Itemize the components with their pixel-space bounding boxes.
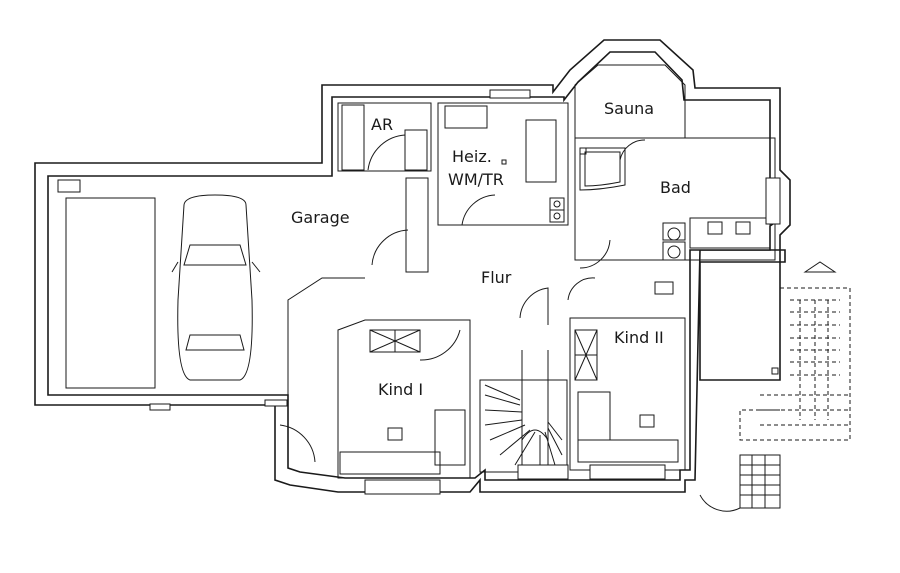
garage-area [57, 179, 288, 411]
room-label-heiz: Heiz. [452, 147, 492, 166]
exterior-steps [699, 261, 851, 512]
heiz-room [437, 89, 569, 226]
flur-area [371, 177, 569, 480]
room-label-wmtr: WM/TR [448, 170, 504, 189]
exterior-walls [34, 39, 791, 493]
room-label-sauna: Sauna [604, 99, 655, 118]
room-label-garage: Garage [291, 208, 350, 227]
room-label-kind2: Kind II [614, 328, 664, 347]
kind1-room [337, 319, 471, 495]
garage-side-door [279, 277, 365, 463]
bad-room [574, 137, 781, 269]
room-label-ar: AR [371, 115, 394, 134]
ar-room [337, 102, 432, 172]
room-label-flur: Flur [481, 268, 512, 287]
room-label-kind1: Kind I [378, 380, 424, 399]
room-label-bad: Bad [660, 178, 691, 197]
kind2-room [567, 277, 686, 480]
